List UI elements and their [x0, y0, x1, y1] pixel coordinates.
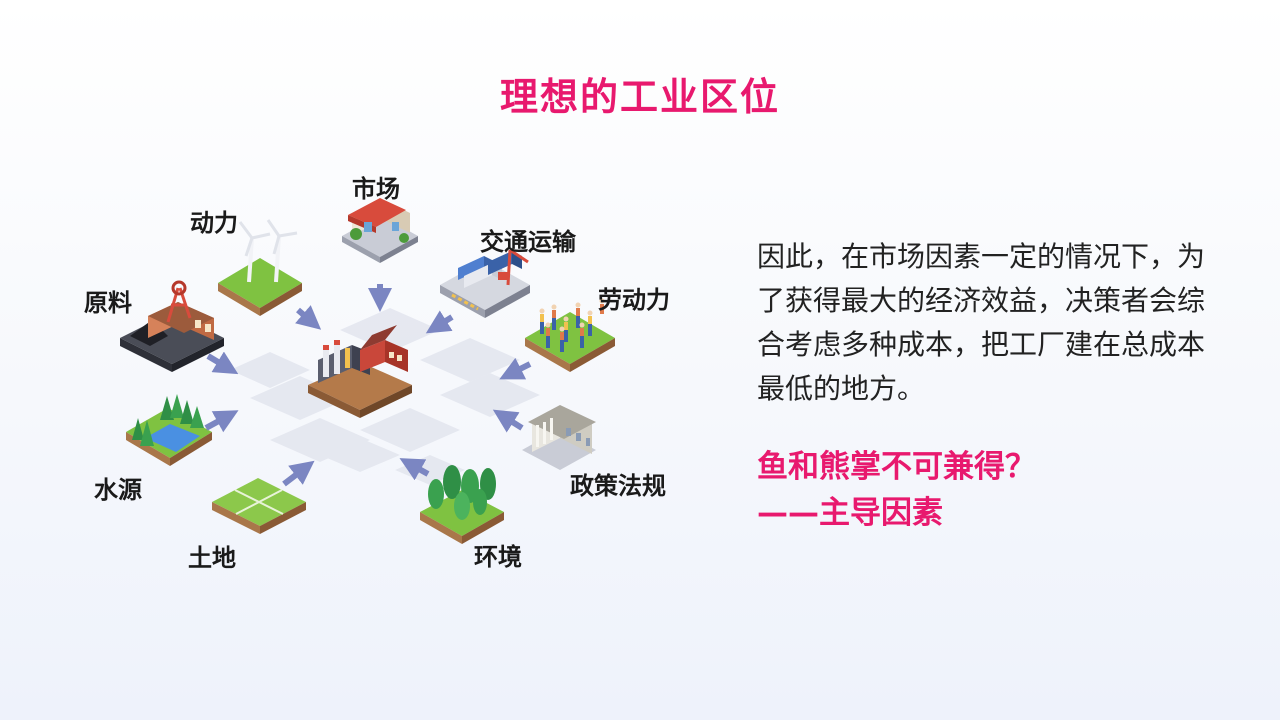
truck-icon	[440, 248, 530, 318]
key-question: 鱼和熊掌不可兼得？ ——主导因素	[757, 444, 1227, 536]
field-icon	[212, 478, 306, 534]
arrow-raw-material	[206, 351, 239, 375]
forest-icon	[420, 465, 504, 544]
explanation-text: 因此，在市场因素一定的情况下，为了获得最大的经济效益，决策者会综合考虑多种成本，…	[757, 240, 1206, 405]
government-building-icon	[522, 405, 596, 470]
factor-label-raw-material: 原料	[84, 289, 132, 317]
factor-label-market: 市场	[352, 175, 400, 203]
question-line-1: 鱼和熊掌不可兼得？	[757, 449, 1036, 485]
arrow-power	[295, 305, 322, 330]
workers-icon	[525, 298, 615, 372]
factor-label-water: 水源	[94, 476, 142, 504]
windmill-icon	[218, 219, 302, 316]
factor-label-policy: 政策法规	[570, 472, 666, 500]
lake-icon	[126, 394, 212, 466]
arrow-labor	[499, 357, 532, 380]
arrow-land	[282, 460, 315, 487]
arrow-water	[204, 410, 239, 433]
factor-label-land: 土地	[188, 544, 236, 572]
factor-arrows	[204, 284, 532, 487]
arrow-environment	[399, 458, 430, 481]
arrow-policy	[492, 409, 524, 433]
arrow-transport	[425, 310, 454, 334]
mine-icon	[120, 280, 224, 372]
page-title: 理想的工业区位	[499, 75, 780, 119]
factor-label-transport: 交通运输	[480, 228, 576, 256]
factory-icon	[308, 325, 412, 418]
factor-label-environment: 环境	[474, 543, 522, 571]
factor-label-labor: 劳动力	[598, 286, 670, 314]
question-line-2: ——主导因素	[757, 495, 943, 531]
factor-label-power: 动力	[190, 209, 238, 237]
market-icon	[342, 198, 418, 263]
